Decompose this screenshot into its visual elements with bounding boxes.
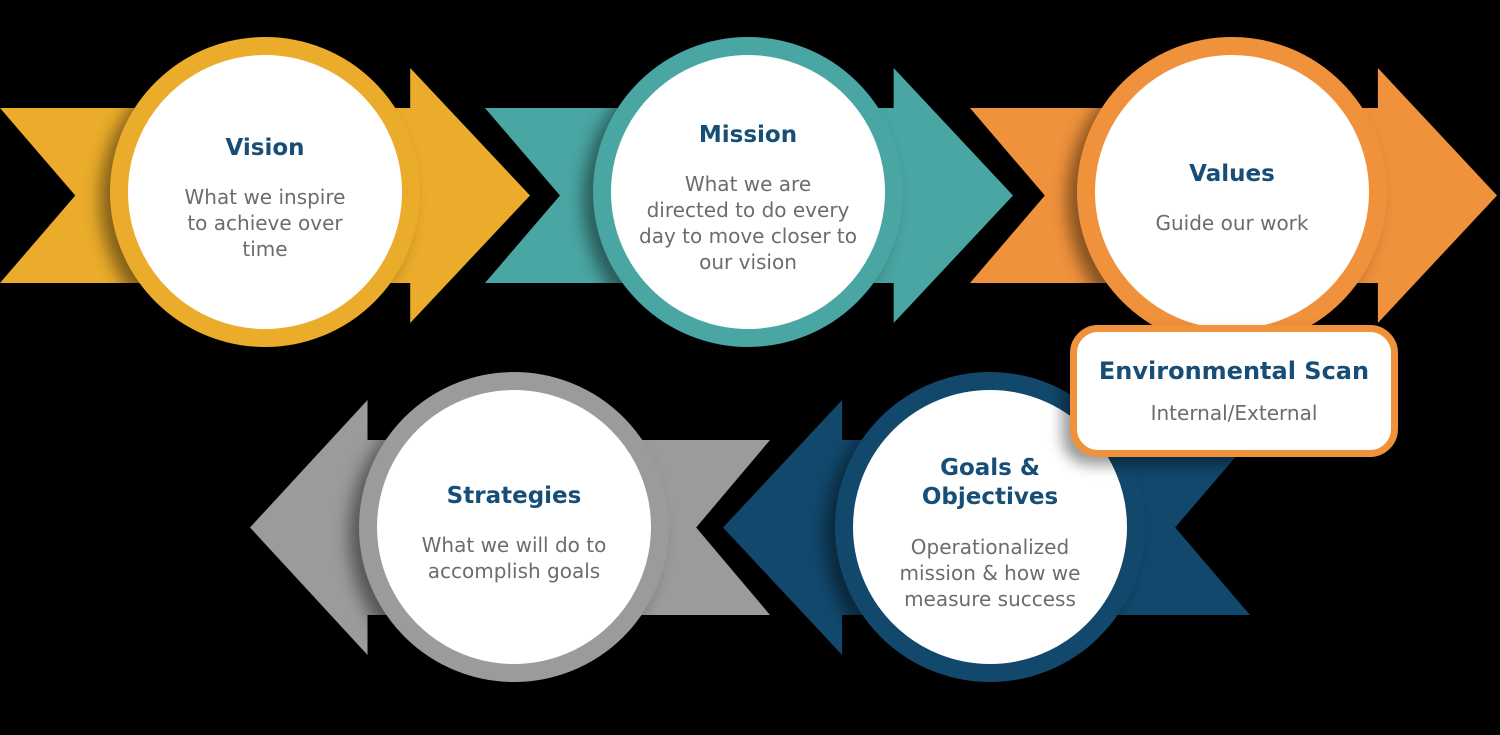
strategies-description: What we will do to accomplish goals	[421, 533, 607, 584]
values-title: Values	[1189, 160, 1275, 187]
strategies-title: Strategies	[446, 482, 582, 509]
values-circle: Values Guide our work	[1077, 37, 1387, 347]
mission-circle: Mission What we are directed to do every…	[593, 37, 903, 347]
vision-circle: Vision What we inspire to achieve over t…	[110, 37, 420, 347]
mission-title: Mission	[698, 121, 798, 148]
environmental-scan-card: Environmental Scan Internal/External	[1070, 325, 1398, 457]
goals-objectives-description: Operationalized mission & how we measure…	[899, 534, 1081, 611]
vision-title: Vision	[225, 134, 305, 161]
mission-content: Mission What we are directed to do every…	[639, 121, 857, 276]
environmental-scan-title: Environmental Scan	[1098, 356, 1370, 385]
strategies-circle: Strategies What we will do to accomplish…	[359, 372, 669, 682]
values-description: Guide our work	[1155, 211, 1309, 236]
vision-description: What we inspire to achieve over time	[184, 185, 346, 262]
mission-description: What we are directed to do every day to …	[639, 172, 857, 275]
strategies-content: Strategies What we will do to accomplish…	[422, 482, 607, 585]
goals-objectives-content: Goals & Objectives Operationalized missi…	[900, 454, 1081, 612]
goals-objectives-title: Goals & Objectives	[921, 455, 1059, 510]
values-content: Values Guide our work	[1156, 160, 1309, 237]
environmental-scan-description: Internal/External	[1150, 401, 1318, 426]
vision-content: Vision What we inspire to achieve over t…	[185, 134, 346, 263]
